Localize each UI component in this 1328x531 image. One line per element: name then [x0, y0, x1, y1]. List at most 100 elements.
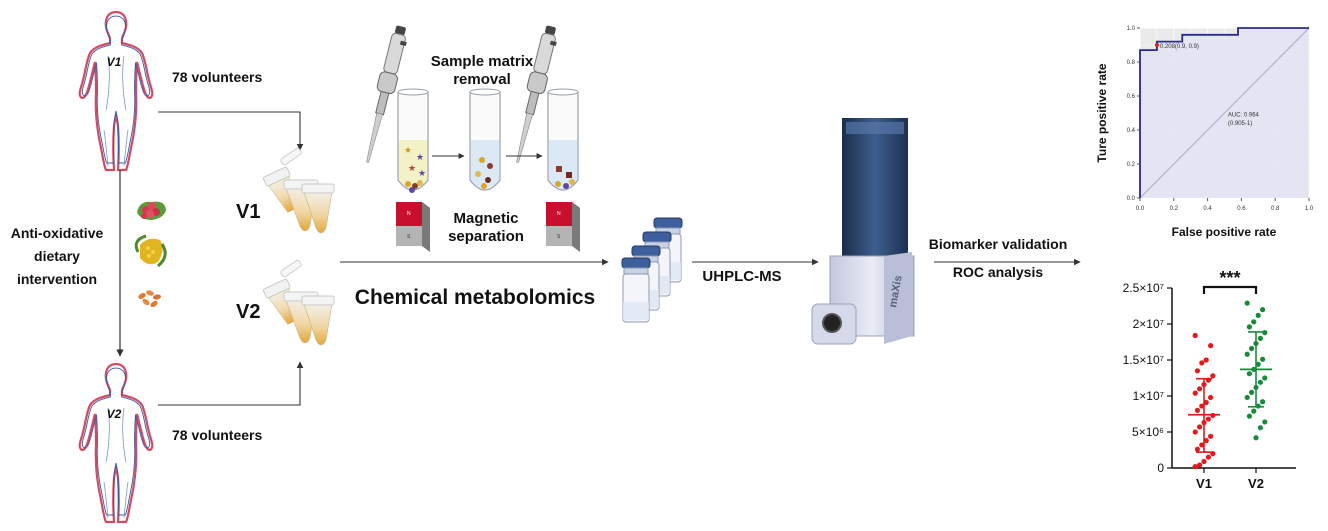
dot-point-v1	[1208, 394, 1214, 401]
dot-y-tick-label: 0	[1157, 461, 1164, 475]
magnet-right-s: S	[557, 234, 561, 240]
roc-x-tick-label: 0.8	[1271, 206, 1280, 212]
almonds-icon	[138, 290, 161, 308]
dot-point-v1	[1203, 438, 1209, 444]
sample-label-v1: V1	[236, 201, 260, 223]
biomarker-validation-label: Biomarker validation	[929, 236, 1068, 252]
dot-point-v1	[1199, 403, 1205, 409]
roc-y-tick-label: 0.0	[1127, 196, 1136, 202]
dot-y-tick-label: 2×10⁷	[1133, 317, 1164, 331]
roc-y-tick-label: 0.8	[1127, 60, 1136, 66]
dot-point-v2	[1255, 361, 1261, 367]
dot-point-v2	[1257, 335, 1263, 341]
dot-x-tick-label: V1	[1196, 476, 1212, 491]
magnetic-separation-label-line2: separation	[448, 228, 524, 245]
dot-point-v2	[1257, 379, 1263, 385]
tube-sample-mix: ★★ ★★	[397, 88, 429, 193]
volunteers-count-top: 78 volunteers	[172, 69, 262, 85]
svg-text:★: ★	[416, 152, 424, 162]
tube-separated	[547, 88, 579, 191]
dot-point-v1	[1192, 332, 1198, 339]
roc-y-tick-label: 0.6	[1127, 94, 1136, 100]
sample-vials-icon	[621, 217, 683, 323]
svg-text:★: ★	[408, 163, 416, 173]
dot-point-v2	[1249, 345, 1255, 352]
dot-y-tick-label: 2.5×10⁷	[1123, 281, 1164, 295]
raspberry-icon	[137, 201, 166, 220]
dot-point-v2	[1253, 435, 1259, 441]
svg-text:★: ★	[418, 168, 426, 178]
chemical-metabolomics-label: Chemical metabolomics	[355, 286, 595, 309]
dot-point-v2	[1257, 425, 1263, 431]
roc-x-tick-label: 0.4	[1203, 206, 1212, 212]
mass-spectrometer-icon: maXis	[811, 118, 915, 345]
dot-plot-chart: 0 5×10⁶ 1×10⁷ 1.5×10⁷ 2×10⁷ 2.5×10⁷ V1 V2 ***	[1123, 268, 1296, 491]
dot-y-tick-label: 1×10⁷	[1133, 389, 1164, 403]
dot-point-v1	[1210, 373, 1216, 379]
dot-point-v2	[1260, 307, 1266, 313]
roc-x-tick-label: 1.0	[1305, 206, 1314, 212]
volunteer-v1-label: V1	[107, 55, 122, 69]
intervention-label-line3: intervention	[17, 271, 97, 287]
dot-point-v1	[1192, 390, 1198, 396]
roc-y-tick-label: 0.4	[1127, 128, 1136, 134]
significance-stars: ***	[1219, 268, 1240, 288]
intervention-label-line2: dietary	[34, 248, 80, 264]
matrix-removal-label-line2: removal	[453, 71, 511, 88]
dot-point-v1	[1197, 462, 1203, 468]
dot-point-v1	[1194, 446, 1200, 452]
dot-point-v1	[1201, 458, 1207, 465]
roc-x-tick-label: 0.6	[1237, 206, 1246, 212]
volunteer-figure-v2	[78, 362, 154, 524]
dot-point-v1	[1197, 424, 1203, 430]
dot-point-v1	[1192, 429, 1198, 435]
arrow-to-v2-samples	[158, 361, 304, 406]
dot-point-v1	[1203, 399, 1209, 406]
dot-point-v1	[1197, 386, 1203, 392]
dot-point-v2	[1244, 300, 1250, 306]
roc-cutoff-point	[1154, 43, 1159, 47]
dot-point-v1	[1199, 442, 1205, 448]
dot-point-v1	[1208, 343, 1214, 349]
roc-x-tick-label: 0.2	[1170, 206, 1179, 212]
volunteer-figure-v1	[78, 10, 154, 172]
sample-label-v2: V2	[236, 301, 260, 323]
dot-y-tick-label: 5×10⁶	[1132, 425, 1164, 439]
magnet-right-icon: N S	[546, 202, 580, 252]
roc-chance-line	[1139, 27, 1310, 199]
dot-point-v2	[1262, 375, 1268, 381]
dot-point-v2	[1244, 394, 1250, 401]
dot-point-v1	[1205, 454, 1211, 460]
dot-point-v1	[1199, 360, 1205, 366]
uhplc-ms-label: UHPLC-MS	[702, 268, 781, 285]
roc-y-axis-label: Ture positive rate	[1095, 63, 1109, 162]
dot-point-v2	[1246, 324, 1252, 330]
svg-text:★: ★	[404, 145, 412, 155]
roc-auc-annotation: AUC: 0.964	[1228, 112, 1260, 118]
matrix-removal-label-line1: Sample matrix	[431, 53, 534, 70]
dot-x-tick-label: V2	[1248, 476, 1264, 491]
roc-x-tick-label: 0.0	[1136, 206, 1145, 212]
sample-tubes-v2	[262, 258, 335, 346]
arrow-to-v1-samples	[158, 111, 304, 151]
dot-point-v1	[1194, 407, 1200, 413]
magnet-left-s: S	[407, 234, 411, 240]
dot-point-v2	[1251, 408, 1257, 414]
dot-point-v2	[1251, 319, 1257, 325]
dot-point-v2	[1249, 389, 1255, 395]
dot-point-v2	[1255, 312, 1261, 318]
dot-point-v1	[1194, 368, 1200, 374]
dot-point-v2	[1244, 351, 1250, 357]
dot-point-v2	[1246, 371, 1252, 377]
dot-y-tick-label: 1.5×10⁷	[1123, 353, 1164, 367]
dot-point-v1	[1203, 357, 1209, 363]
dot-point-v2	[1260, 356, 1266, 362]
intervention-label-line1: Anti-oxidative	[11, 225, 104, 241]
magnet-right-n: N	[557, 211, 561, 217]
volunteer-v2-label: V2	[107, 407, 122, 421]
corn-icon	[134, 234, 167, 268]
volunteers-count-bottom: 78 volunteers	[172, 427, 262, 443]
dot-point-v1	[1205, 416, 1211, 422]
